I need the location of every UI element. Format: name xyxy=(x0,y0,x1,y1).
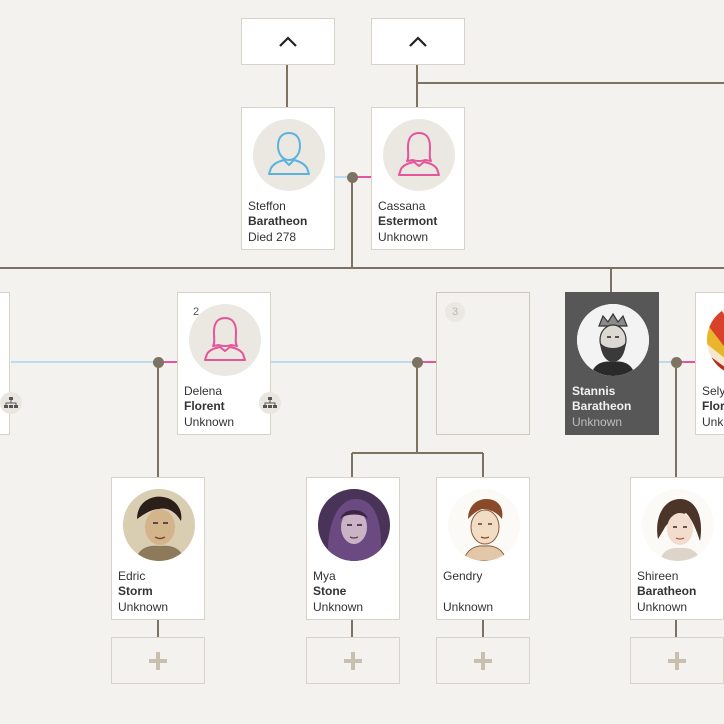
avatar xyxy=(707,304,724,376)
chevron-up-icon xyxy=(409,35,427,47)
life-status: Unknown xyxy=(443,600,494,614)
add-child-button[interactable] xyxy=(306,637,400,684)
family-tree-icon[interactable] xyxy=(0,392,22,414)
last-name: Estermont xyxy=(378,214,438,228)
first-name: Sely xyxy=(702,384,724,398)
empty-spouse-slot[interactable]: 3 xyxy=(436,292,530,435)
person-card-cassana[interactable]: Cassana Estermont Unknown xyxy=(371,107,465,250)
first-name: Stannis xyxy=(572,384,616,398)
first-name: Edric xyxy=(118,569,146,583)
last-name: Stone xyxy=(313,584,347,598)
last-name: Florent xyxy=(184,399,225,413)
expand-parents-cassana-button[interactable] xyxy=(371,18,465,65)
avatar xyxy=(318,489,390,561)
person-card-edric[interactable]: Edric Storm Unknown xyxy=(111,477,205,620)
last-name: Baratheon xyxy=(248,214,308,228)
avatar xyxy=(123,489,195,561)
chevron-up-icon xyxy=(279,35,297,47)
life-status: Unknown xyxy=(313,600,364,614)
last-name: Storm xyxy=(118,584,153,598)
couple-node-dot xyxy=(671,357,682,368)
first-name: Shireen xyxy=(637,569,679,583)
avatar xyxy=(642,489,714,561)
plus-icon xyxy=(344,651,362,670)
male-silhouette-icon xyxy=(268,131,310,175)
portrait-gendry xyxy=(448,489,520,561)
life-status: Unknown xyxy=(378,230,429,244)
portrait-shireen xyxy=(642,489,714,561)
avatar xyxy=(253,119,325,191)
portrait-selyse xyxy=(707,304,724,376)
couple-node-dot xyxy=(412,357,423,368)
first-name: Delena xyxy=(184,384,223,398)
life-status: Unknown xyxy=(637,600,688,614)
first-name: Steffon xyxy=(248,199,286,213)
first-name: Gendry xyxy=(443,569,483,583)
life-status: Unkn xyxy=(702,415,724,429)
last-name: Flor xyxy=(702,399,724,413)
last-name: Baratheon xyxy=(637,584,697,598)
person-card-gendry[interactable]: Gendry Unknown xyxy=(436,477,530,620)
person-card-offscreen[interactable] xyxy=(0,292,10,435)
family-tree-icon[interactable] xyxy=(259,392,281,414)
person-card-delena[interactable]: 2 Delena Florent Unknown xyxy=(177,292,271,435)
person-card-selyse[interactable]: Sely Flor Unkn xyxy=(695,292,724,435)
add-child-button[interactable] xyxy=(436,637,530,684)
expand-parents-steffon-button[interactable] xyxy=(241,18,335,65)
add-child-button[interactable] xyxy=(630,637,724,684)
life-status: Unknown xyxy=(184,415,235,429)
last-name: Baratheon xyxy=(572,399,632,413)
female-silhouette-icon xyxy=(398,132,440,176)
plus-icon xyxy=(149,651,167,670)
avatar xyxy=(448,489,520,561)
person-card-stannis[interactable]: Stannis Baratheon Unknown xyxy=(565,292,659,435)
first-name: Cassana xyxy=(378,199,426,213)
avatar xyxy=(189,304,261,376)
first-name: Mya xyxy=(313,569,336,583)
spouse-order-badge: 3 xyxy=(445,302,465,322)
avatar xyxy=(577,304,649,376)
avatar xyxy=(383,119,455,191)
plus-icon xyxy=(668,651,686,670)
portrait-stannis xyxy=(577,304,649,376)
spouse-order-badge: 2 xyxy=(192,306,200,318)
couple-node-dot xyxy=(153,357,164,368)
person-card-shireen[interactable]: Shireen Baratheon Unknown xyxy=(630,477,724,620)
female-silhouette-icon xyxy=(204,317,246,361)
life-status: Died 278 xyxy=(248,230,297,244)
portrait-edric xyxy=(123,489,195,561)
person-card-steffon[interactable]: Steffon Baratheon Died 278 xyxy=(241,107,335,250)
couple-node-dot xyxy=(347,172,358,183)
add-child-button[interactable] xyxy=(111,637,205,684)
person-card-mya[interactable]: Mya Stone Unknown xyxy=(306,477,400,620)
life-status: Unknown xyxy=(118,600,169,614)
life-status: Unknown xyxy=(572,415,623,429)
plus-icon xyxy=(474,651,492,670)
portrait-mya xyxy=(318,489,390,561)
